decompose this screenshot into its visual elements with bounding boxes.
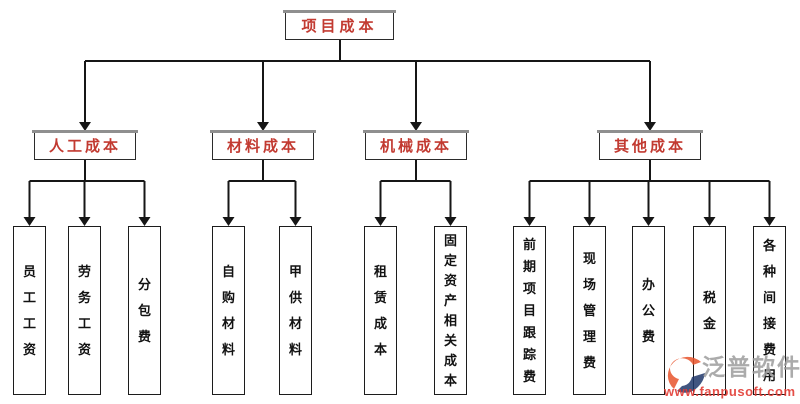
node-taxes: 税金	[693, 226, 726, 395]
node-preliminary-project-tracking-fee: 前期项目跟踪费	[513, 226, 546, 395]
node-office-expense: 办公费	[632, 226, 665, 395]
node-employee-wages-label: 员工工资	[23, 263, 37, 357]
node-preliminary-project-tracking-fee-label: 前期项目跟踪费	[523, 236, 537, 384]
node-machinery-cost-label: 机械成本	[379, 138, 452, 155]
node-material-cost: 材料成本	[210, 130, 316, 160]
node-labor-cost-label: 人工成本	[48, 138, 121, 155]
node-self-purchased-materials-label: 自购材料	[222, 263, 236, 357]
node-taxes-label: 税金	[703, 289, 717, 331]
node-other-cost-label: 其他成本	[613, 138, 686, 155]
node-project-cost: 项目成本	[283, 10, 396, 40]
node-subcontract-fee: 分包费	[128, 226, 161, 395]
node-various-indirect-costs-label: 各种间接费用	[763, 237, 777, 383]
node-various-indirect-costs: 各种间接费用	[753, 226, 786, 395]
node-employee-wages: 员工工资	[13, 226, 46, 395]
node-labor-cost: 人工成本	[32, 130, 138, 160]
node-labor-service-wages-label: 劳务工资	[78, 263, 92, 357]
node-fixed-asset-related-cost-label: 固定资产相关成本	[444, 232, 458, 388]
node-rental-cost: 租赁成本	[364, 226, 397, 395]
node-fixed-asset-related-cost: 固定资产相关成本	[434, 226, 467, 395]
node-rental-cost-label: 租赁成本	[374, 263, 388, 357]
node-other-cost: 其他成本	[597, 130, 703, 160]
node-material-cost-label: 材料成本	[226, 138, 299, 155]
node-site-management-fee: 现场管理费	[573, 226, 606, 395]
node-self-purchased-materials: 自购材料	[212, 226, 245, 395]
node-owner-supplied-materials: 甲供材料	[279, 226, 312, 395]
node-machinery-cost: 机械成本	[363, 130, 469, 160]
node-office-expense-label: 办公费	[642, 276, 656, 344]
node-owner-supplied-materials-label: 甲供材料	[289, 263, 303, 357]
node-labor-service-wages: 劳务工资	[68, 226, 101, 395]
node-project-cost-label: 项目成本	[301, 18, 378, 35]
node-subcontract-fee-label: 分包费	[138, 276, 152, 344]
node-site-management-fee-label: 现场管理费	[583, 250, 597, 370]
